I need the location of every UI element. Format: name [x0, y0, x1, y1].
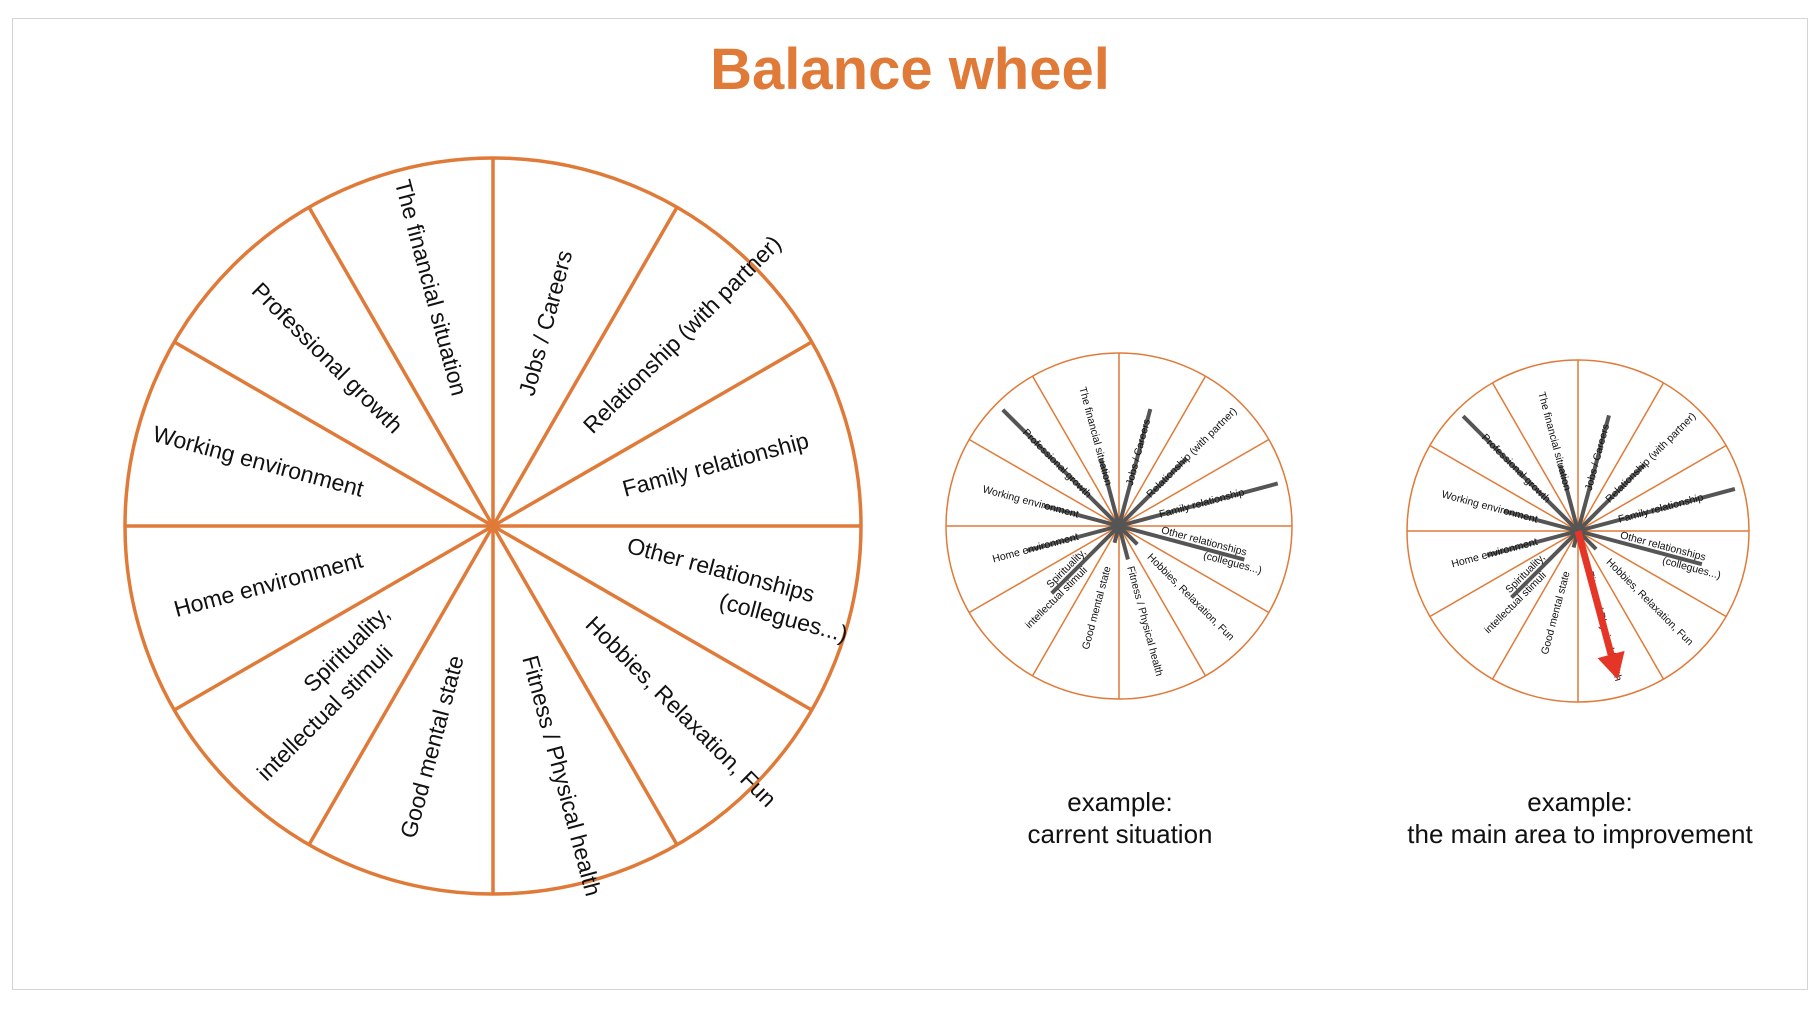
wheel-improvement-divider [1491, 382, 1579, 532]
main-wheel-divider [492, 340, 813, 528]
wheel-current-divider [1031, 525, 1120, 677]
main-wheel-divider [492, 524, 813, 712]
wheel-current-score-bar-working [1043, 503, 1120, 528]
wheel-current-score-bar-professional [1001, 408, 1121, 528]
wheel-current-score-bar-family [1118, 481, 1279, 528]
wheel-improvement-score-bar-family [1577, 487, 1736, 533]
wheel-current-score-bar-home [1026, 524, 1120, 553]
wheel-current-divider [968, 525, 1120, 614]
main-wheel-divider [491, 206, 679, 527]
main-wheel-divider [491, 525, 679, 846]
wheel-current-score-bar-partner [1117, 457, 1188, 528]
caption-improvement: example: the main area to improvement [1370, 786, 1790, 850]
wheel-current-score-bar-financial [1099, 458, 1121, 527]
wheel-improvement-divider [1577, 382, 1665, 532]
wheel-improvement-score-bar-professional [1461, 414, 1580, 533]
wheel-improvement-divider [1429, 444, 1579, 532]
caption-current-line1: example: [1067, 787, 1173, 817]
wheel-current-divider [1118, 375, 1207, 527]
wheel-current-score-bar-jobs [1117, 408, 1153, 527]
caption-improvement-line2: the main area to improvement [1407, 819, 1753, 849]
main-wheel-divider [307, 525, 495, 846]
wheel-improvement-score-bar-financial [1558, 464, 1580, 532]
wheel-improvement-score-bar-home [1486, 529, 1579, 558]
wheel-improvement-score-bar-jobs [1576, 414, 1611, 532]
wheel-current-score-bar-fitness [1117, 525, 1130, 560]
wheel-improvement-divider [1577, 530, 1727, 618]
caption-current: example: carrent situation [910, 786, 1330, 850]
main-wheel-divider [173, 524, 494, 712]
wheel-improvement-divider [1577, 530, 1665, 680]
wheel-current-divider [1118, 438, 1270, 527]
wheel-improvement-arrow-shaft [1574, 530, 1615, 656]
wheel-current-score-bar-spirit [1050, 524, 1121, 595]
caption-improvement-line1: example: [1527, 787, 1633, 817]
wheel-current-divider [1118, 525, 1270, 614]
wheel-improvement-divider [1491, 530, 1579, 680]
wheel-improvement-divider [1577, 444, 1727, 532]
page-title: Balance wheel [710, 37, 1110, 102]
wheel-improvement-score-bar-partner [1576, 463, 1646, 533]
wheel-improvement-score-bar-working [1503, 509, 1579, 533]
wheel-current-divider [1118, 525, 1207, 677]
wheel-improvement-divider [1429, 530, 1579, 618]
wheel-current-divider [968, 438, 1120, 527]
wheel-current-divider [1031, 375, 1120, 527]
caption-current-line2: carrent situation [1027, 819, 1213, 849]
main-wheel-divider [307, 206, 495, 527]
main-wheel-divider [173, 340, 494, 528]
wheel-improvement-arrow-head-icon [1597, 650, 1625, 680]
wheel-improvement-score-bar-other [1577, 529, 1703, 567]
wheel-current-score-bar-other [1118, 524, 1245, 562]
wheel-current-score-bar-hobbies [1117, 524, 1139, 546]
wheel-improvement-score-bar-spirit [1510, 529, 1580, 599]
